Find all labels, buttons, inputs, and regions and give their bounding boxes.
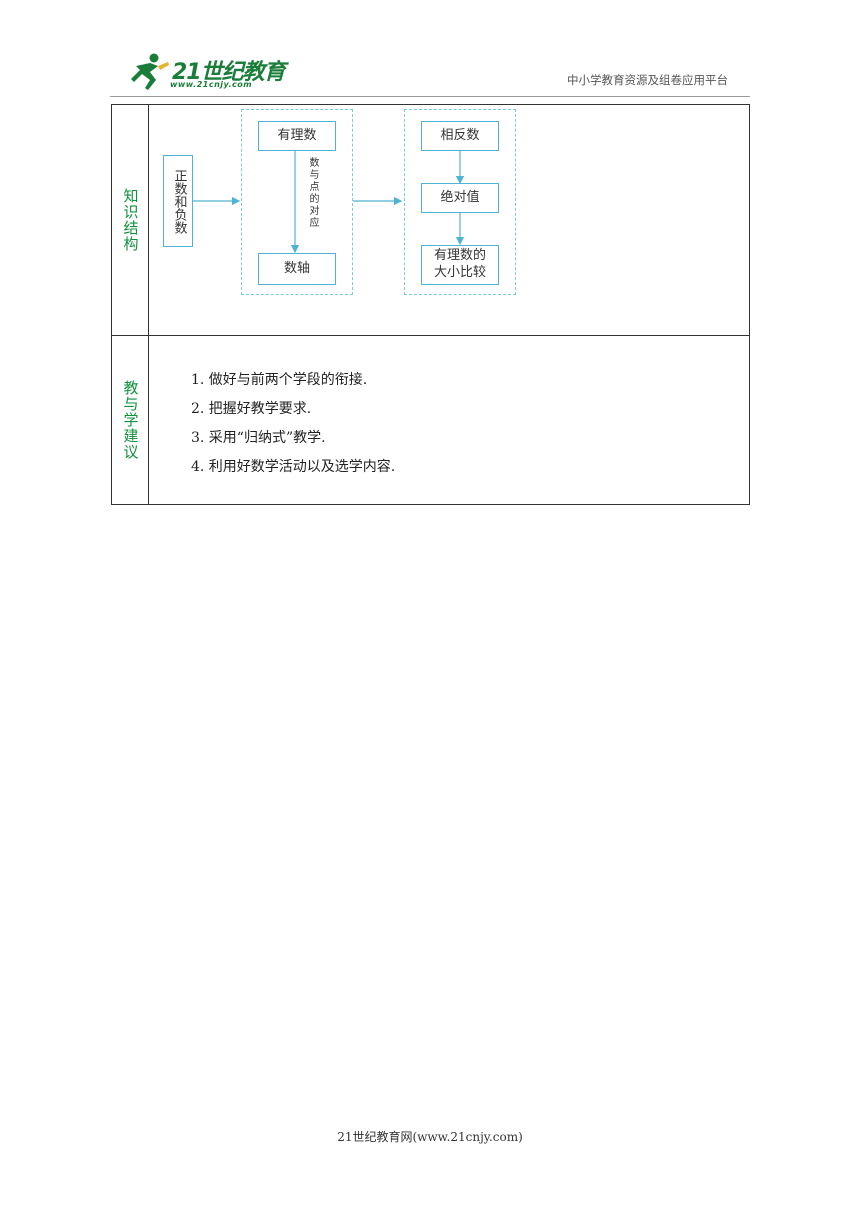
suggestion-item: 2. 把握好教学要求. — [191, 401, 312, 417]
row-label-teaching-suggestions: 教与学建议 — [121, 380, 140, 460]
node-number-axis: 数轴 — [258, 253, 336, 285]
page-header: 21世纪教育 www.21cnjy.com 中小学教育资源及组卷应用平台 — [0, 0, 860, 106]
logo-url: www.21cnjy.com — [170, 80, 253, 89]
page-footer: 21世纪教育网(www.21cnjy.com) — [337, 1130, 523, 1144]
node-absolute-value: 绝对值 — [421, 183, 499, 213]
knowledge-structure-row: 知识结构 正数和负数 有理数 数轴 数与 — [112, 104, 749, 335]
row-label-cell: 教与学建议 — [112, 336, 149, 504]
group-rational-axis — [241, 109, 353, 295]
teaching-suggestions-row: 教与学建议 1. 做好与前两个学段的衔接. 2. 把握好教学要求. 3. 采用“… — [112, 335, 749, 504]
logo[interactable]: 21世纪教育 www.21cnjy.com — [128, 50, 288, 94]
suggestion-item: 3. 采用“归纳式”教学. — [191, 430, 326, 446]
suggestions-list: 1. 做好与前两个学段的衔接. 2. 把握好教学要求. 3. 采用“归纳式”教学… — [191, 366, 395, 482]
platform-tagline: 中小学教育资源及组卷应用平台 — [567, 73, 728, 87]
row-label-cell: 知识结构 — [112, 105, 149, 335]
node-opposite-number: 相反数 — [421, 121, 499, 151]
edge-label-number-point: 数与点的对应 — [307, 157, 318, 229]
group-opposite-compare — [404, 109, 516, 295]
node-positive-negative: 正数和负数 — [163, 155, 193, 247]
suggestion-item: 4. 利用好数学活动以及选学内容. — [191, 459, 396, 475]
diagram-arrows — [193, 151, 465, 254]
node-rational-compare: 有理数的 大小比较 — [421, 245, 499, 285]
lesson-table: 知识结构 正数和负数 有理数 数轴 数与 — [111, 104, 750, 505]
row-label-knowledge-structure: 知识结构 — [121, 188, 140, 252]
header-divider — [110, 96, 750, 97]
logo-title: 21世纪教育 — [172, 60, 286, 85]
knowledge-diagram: 正数和负数 有理数 数轴 数与点的对应 相反数 绝对值 有理数的 大小比较 — [149, 105, 749, 335]
suggestions-cell: 1. 做好与前两个学段的衔接. 2. 把握好教学要求. 3. 采用“归纳式”教学… — [149, 336, 749, 504]
runner-logo-icon — [131, 53, 169, 90]
node-rational-number: 有理数 — [258, 121, 336, 151]
suggestion-item: 1. 做好与前两个学段的衔接. — [191, 372, 368, 388]
